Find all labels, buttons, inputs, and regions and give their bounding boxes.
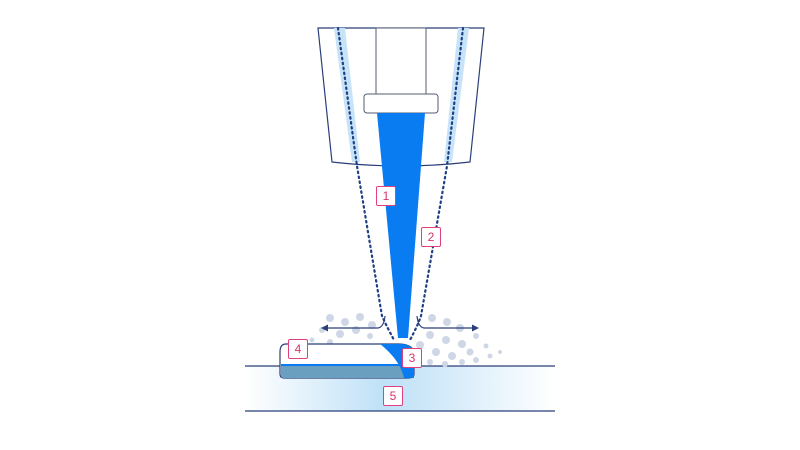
laser-beam — [377, 113, 425, 338]
arrow-left-icon — [321, 324, 328, 332]
arrow-right-icon — [472, 324, 479, 332]
label-4-deposited-track: 4 — [288, 339, 308, 359]
label-3-melt-pool: 3 — [402, 348, 422, 368]
powder-stream — [336, 26, 465, 342]
label-2-powder-stream: 2 — [421, 227, 441, 247]
deposited-track — [279, 343, 415, 379]
label-5-substrate: 5 — [383, 386, 403, 406]
label-1-laser-beam: 1 — [376, 186, 396, 206]
gas-flow-arrows — [326, 315, 474, 329]
